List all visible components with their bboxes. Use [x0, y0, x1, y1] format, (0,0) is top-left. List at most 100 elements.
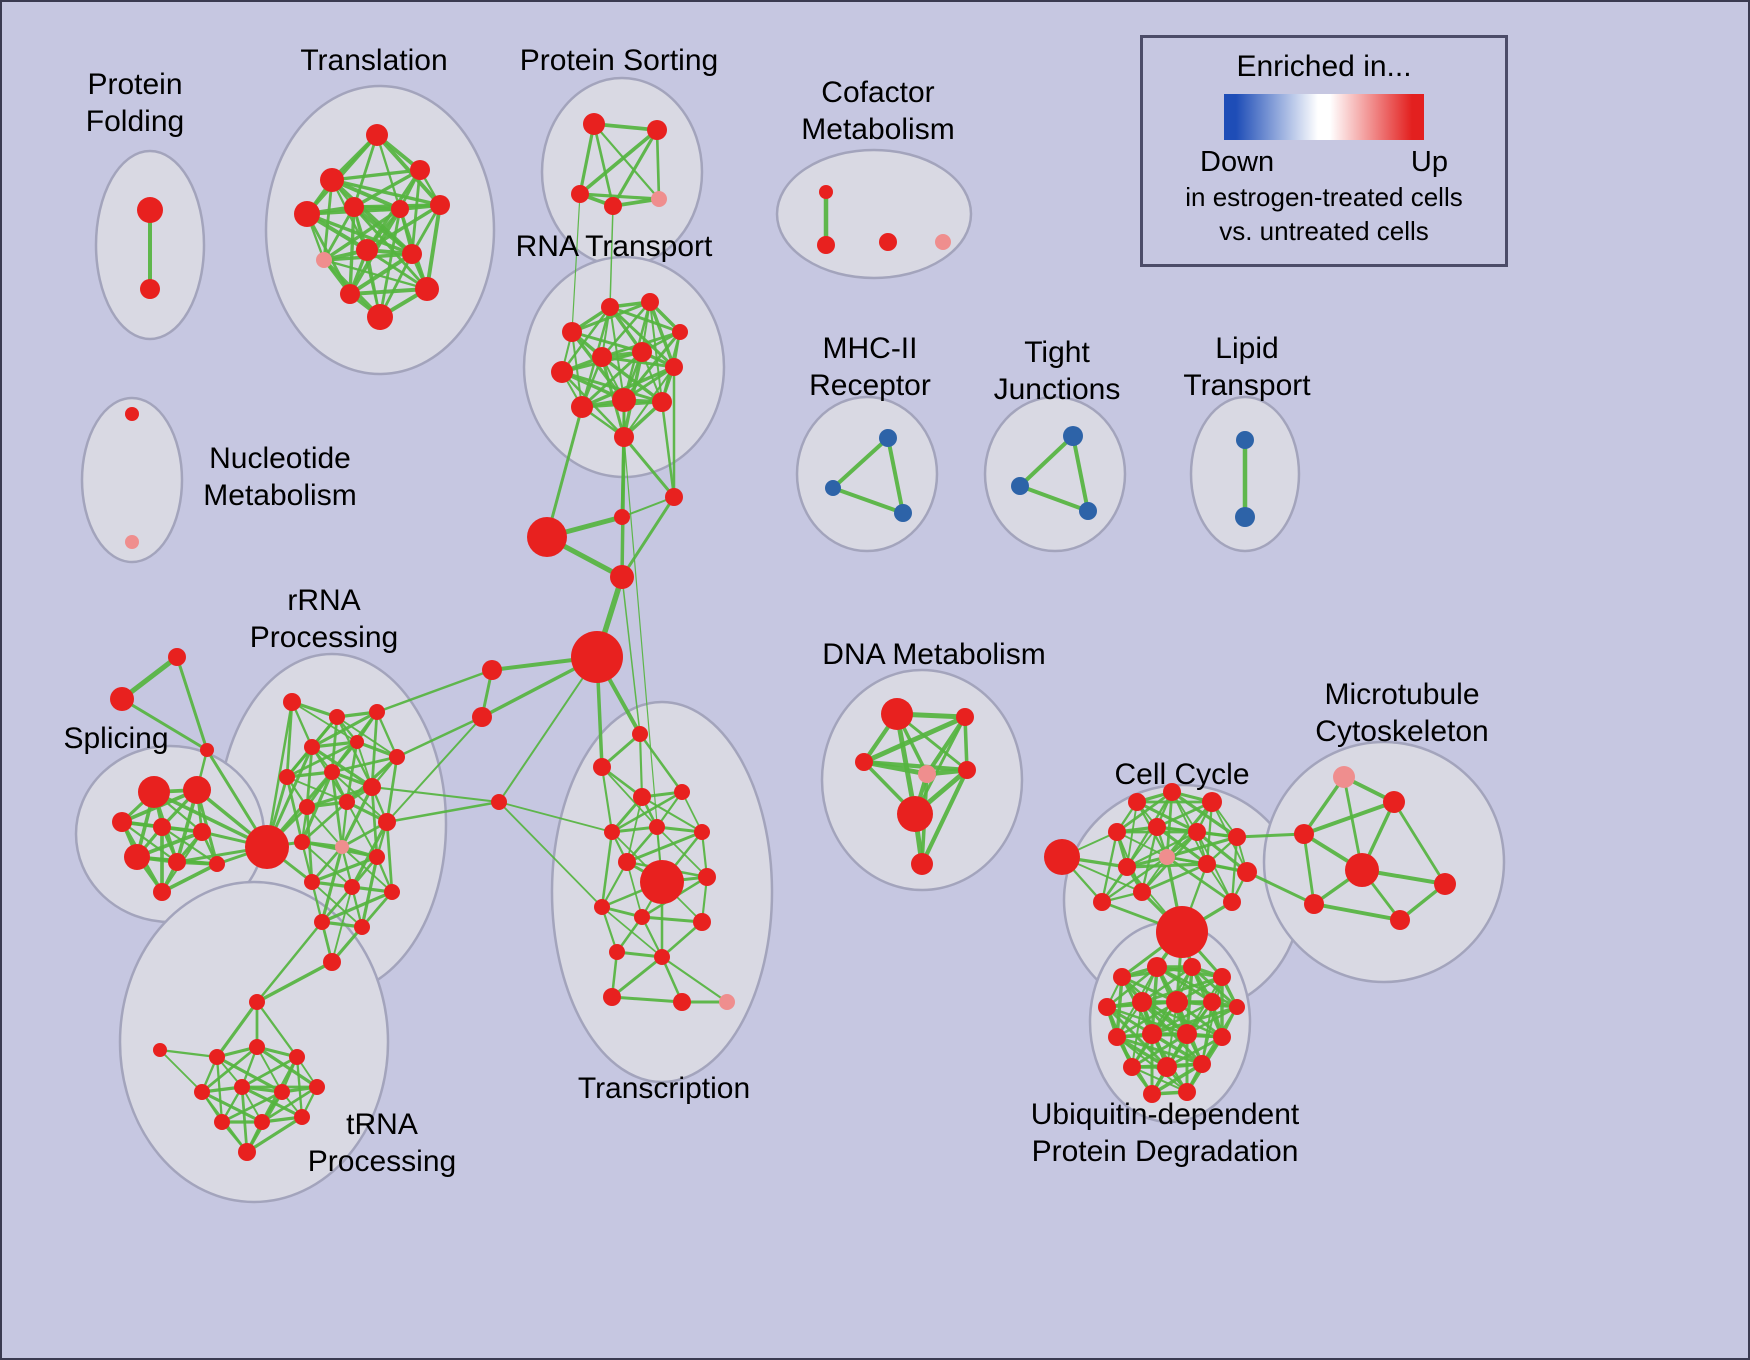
legend-title: Enriched in...: [1236, 50, 1412, 83]
gene-set-node-tj-52: [1079, 502, 1097, 520]
network-edge: [200, 1045, 259, 1094]
network-edge: [310, 855, 379, 884]
gene-set-node-tn-90: [249, 1039, 265, 1055]
gene-set-node-hub-78: [245, 825, 289, 869]
gene-set-node-tr-11: [402, 244, 422, 264]
gene-set-node-tn-98: [294, 1109, 310, 1125]
gene-set-node-dm-121: [855, 753, 873, 771]
network-edge: [255, 920, 324, 1004]
gene-set-node-mc-144: [1294, 824, 1314, 844]
network-edge: [256, 1046, 283, 1093]
network-edge: [348, 252, 414, 296]
gene-set-node-mc-146: [1434, 873, 1456, 895]
gene-set-node-tc-117: [673, 993, 691, 1011]
network-edge: [1140, 825, 1159, 894]
network-edge: [410, 168, 422, 256]
cluster-label-rna-transport: RNA Transport: [516, 230, 713, 263]
gene-set-node-tc-113: [693, 913, 711, 931]
network-edge: [592, 122, 615, 208]
gene-set-node-rr-77: [323, 953, 341, 971]
gene-set-node-rr-62: [389, 749, 405, 765]
network-edge: [620, 435, 626, 579]
gene-set-node-tc-110: [698, 868, 716, 886]
network-edge: [622, 435, 676, 499]
network-edge: [310, 745, 374, 789]
network-edge: [378, 207, 402, 319]
gene-set-node-ub-165: [1143, 1085, 1161, 1103]
network-edge: [498, 801, 613, 833]
gene-set-node-tr-12: [340, 284, 360, 304]
gene-set-node-tc-101: [632, 726, 648, 742]
network-edge: [620, 495, 676, 579]
cluster-ellipse-cofactor-metabolism: [775, 148, 973, 280]
network-edge: [1190, 965, 1239, 1009]
gene-set-node-rr-63: [279, 769, 295, 785]
network-edge: [375, 668, 494, 714]
cluster-label-nucleotide-metabolism: Nucleotide: [209, 442, 351, 475]
gene-set-node-rr-61: [350, 735, 364, 749]
network-edge: [831, 486, 905, 515]
network-edge: [1312, 902, 1402, 922]
network-edge: [322, 207, 402, 262]
cluster-label-microtubule-cytoskeleton: Microtubule: [1324, 678, 1479, 711]
network-edge: [592, 122, 661, 201]
network-edge: [656, 826, 708, 878]
network-edge: [395, 715, 484, 759]
gene-set-node-tc-102: [593, 758, 611, 776]
network-edge: [1165, 1035, 1224, 1069]
gene-set-node-dm-124: [897, 796, 933, 832]
network-edge: [120, 697, 209, 752]
network-edge: [348, 205, 356, 296]
gene-set-node-rr-58: [329, 709, 345, 725]
network-edge: [1115, 1000, 1179, 1039]
gene-set-node-rr-68: [378, 813, 396, 831]
network-edge: [215, 1000, 259, 1059]
gene-set-node-cf-20: [819, 185, 833, 199]
network-edge: [578, 122, 596, 196]
gene-set-node-pf-1: [140, 279, 160, 299]
network-edge: [1235, 832, 1306, 839]
gene-set-node-mh-47: [879, 429, 897, 447]
gene-set-node-tn-94: [274, 1084, 290, 1100]
gene-set-node-mc-147: [1304, 894, 1324, 914]
gene-set-node-ub-159: [1142, 1024, 1162, 1044]
network-edge: [345, 740, 359, 804]
gene-set-node-tn-99: [238, 1143, 256, 1161]
network-edge: [175, 655, 209, 752]
legend-gradient-bar: [1224, 94, 1424, 140]
cluster-label-mhc-ii-receptor: MHC-II: [823, 332, 918, 365]
gene-set-node-cc-138: [1133, 883, 1151, 901]
gene-set-node-pf-0: [137, 197, 163, 223]
network-edge: [240, 1055, 299, 1089]
gene-set-node-sp-85: [168, 853, 186, 871]
network-edge: [660, 955, 729, 1004]
gene-set-node-rr-74: [384, 884, 400, 900]
network-edge: [1392, 800, 1447, 886]
network-edge: [1302, 800, 1396, 836]
network-edge: [640, 795, 704, 834]
gene-set-node-sp-82: [153, 818, 171, 836]
network-edge: [330, 755, 399, 774]
gene-set-node-cf-23: [935, 234, 951, 250]
network-edge: [285, 775, 304, 844]
network-edge: [1165, 835, 1239, 859]
gene-set-node-tj-51: [1011, 477, 1029, 495]
gene-set-node-rt-29: [592, 347, 612, 367]
network-edge: [560, 305, 612, 374]
cluster-label-lipid-transport: Lipid: [1215, 332, 1278, 365]
gene-set-node-rr-72: [304, 874, 320, 890]
gene-set-node-ub-150: [1147, 957, 1167, 977]
gene-set-node-hub-45: [168, 648, 186, 666]
gene-set-node-rt-32: [571, 396, 593, 418]
gene-set-node-dm-119: [881, 698, 913, 730]
network-edge: [320, 890, 394, 924]
gene-set-node-cf-22: [879, 233, 897, 251]
gene-set-node-rr-59: [369, 704, 385, 720]
gene-set-node-tr-14: [367, 304, 393, 330]
gene-set-node-tc-105: [604, 824, 620, 840]
network-edge: [1140, 862, 1209, 894]
network-edge: [306, 806, 343, 848]
network-edge: [375, 133, 442, 207]
cluster-label-microtubule-cytoskeleton: Cytoskeleton: [1315, 715, 1488, 748]
network-edge: [330, 178, 402, 211]
